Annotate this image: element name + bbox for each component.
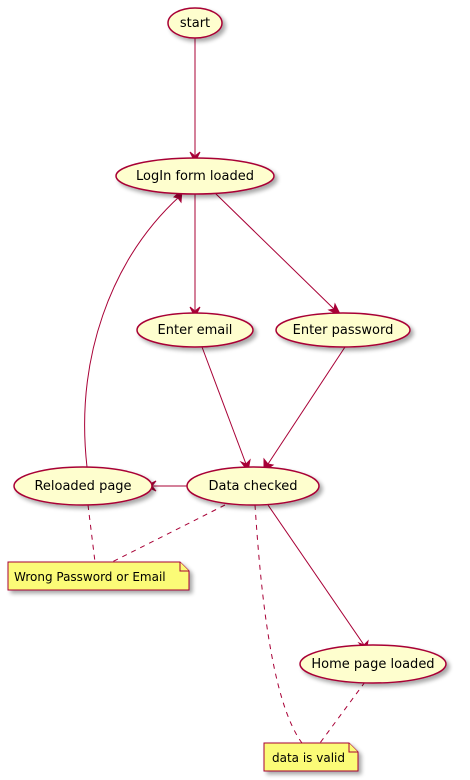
- note-link-reloaded: [87, 504, 96, 563]
- note-valid-label: data is valid: [272, 751, 345, 765]
- node-home-label: Home page loaded: [311, 657, 434, 672]
- note-data-valid: data is valid: [263, 742, 359, 772]
- note-wrong-password: Wrong Password or Email: [7, 561, 190, 591]
- note-connectors: [87, 504, 366, 744]
- edge-checked-to-home: [267, 504, 365, 646]
- node-reloaded-page: Reloaded page: [13, 466, 153, 506]
- note-link-checked-valid: [254, 504, 303, 744]
- node-enter-email: Enter email: [136, 312, 254, 348]
- node-reloaded-label: Reloaded page: [34, 479, 131, 494]
- node-home-page-loaded: Home page loaded: [299, 644, 447, 684]
- node-login-label: LogIn form loaded: [136, 169, 254, 184]
- node-enter-password: Enter password: [275, 312, 411, 348]
- edge-password-to-checked: [267, 346, 346, 465]
- node-login-form-loaded: LogIn form loaded: [115, 157, 275, 195]
- note-wrong-label: Wrong Password or Email: [14, 570, 166, 584]
- edge-reloaded-to-login: [84, 195, 181, 468]
- node-start: start: [167, 7, 223, 39]
- note-link-checked-wrong: [111, 504, 226, 563]
- note-link-home-valid: [319, 681, 366, 744]
- node-start-label: start: [180, 16, 210, 31]
- node-email-label: Enter email: [158, 323, 233, 338]
- node-checked-label: Data checked: [208, 479, 297, 494]
- node-password-label: Enter password: [293, 323, 394, 338]
- node-data-checked: Data checked: [186, 466, 320, 506]
- edge-login-to-password: [214, 192, 336, 311]
- edge-email-to-checked: [201, 346, 247, 465]
